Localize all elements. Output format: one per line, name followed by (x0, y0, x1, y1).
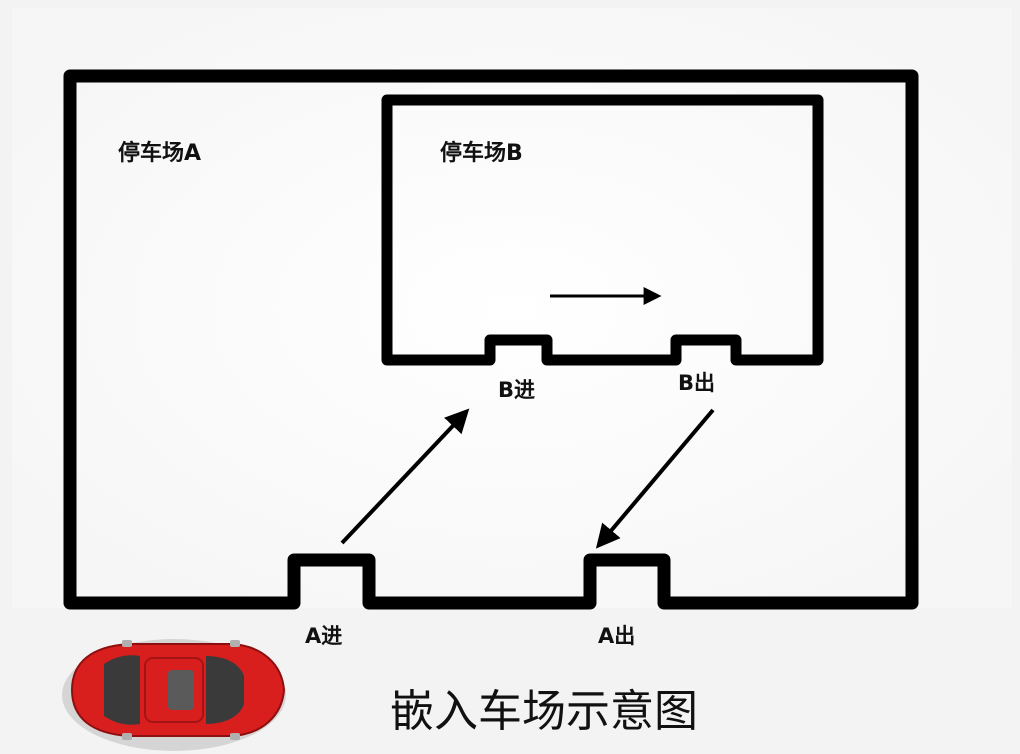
gate-a-out-label: A出 (598, 624, 635, 648)
arrow-b-out-to-a-out (595, 408, 715, 549)
gate-b-out-label: B出 (678, 371, 715, 395)
arrow-a-in-to-b-in (340, 408, 470, 545)
lot-b-wall (381, 94, 824, 366)
car-icon (62, 639, 286, 751)
diagram-title: 嵌入车场示意图 (390, 686, 698, 737)
gate-b-in-label: B进 (498, 378, 535, 402)
gate-a-in-label: A进 (305, 624, 342, 648)
lot-b-label: 停车场B (440, 140, 523, 166)
lot-a-label: 停车场A (118, 140, 201, 166)
lot-a-wall (63, 69, 919, 610)
drawing-area (12, 8, 1012, 608)
